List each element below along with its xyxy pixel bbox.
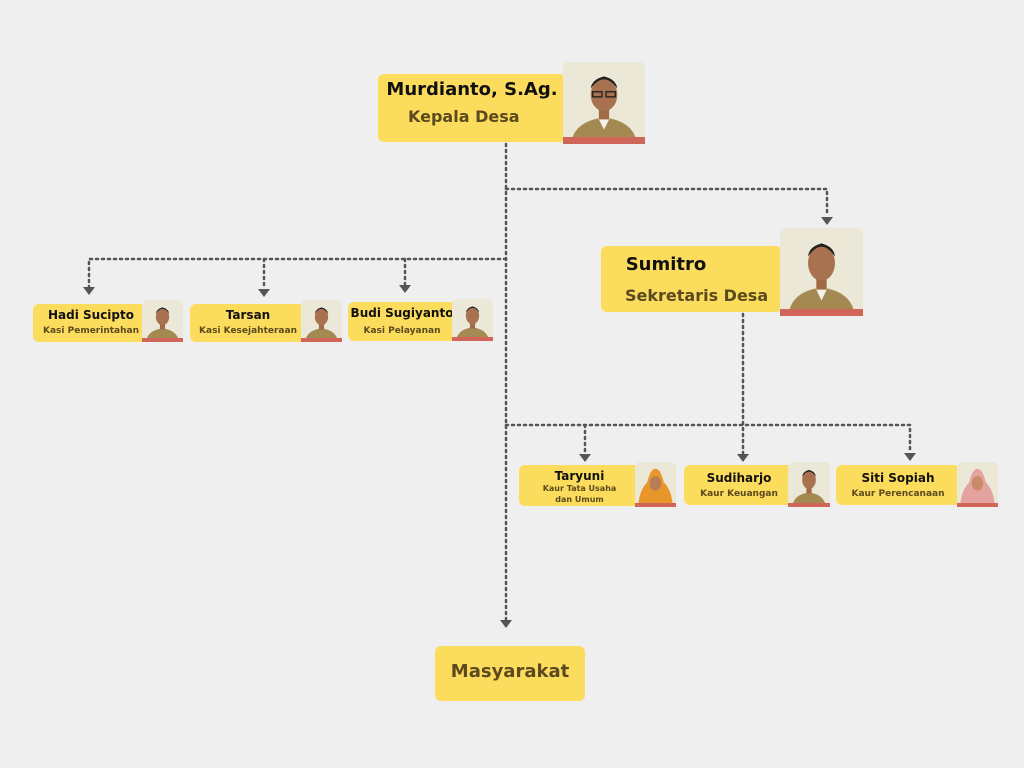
- community-card: Masyarakat: [435, 646, 585, 701]
- head-name: Murdianto, S.Ag.: [386, 79, 558, 100]
- arrowhead-section-2: [258, 289, 270, 297]
- affair-role-3: Kaur Perencanaan: [851, 489, 945, 499]
- section-card-1: Hadi Sucipto Kasi Pemerintahan: [33, 304, 149, 342]
- secretary-photo: [780, 228, 863, 316]
- section-photo-3: [452, 299, 493, 341]
- secretary-card: Sumitro Sekretaris Desa: [601, 246, 782, 312]
- affair-name-3: Siti Sopiah: [861, 471, 935, 485]
- section-role-3: Kasi Pelayanan: [363, 326, 441, 336]
- section-role-1: Kasi Pemerintahan: [43, 326, 139, 336]
- affair-photo-2: [788, 462, 830, 507]
- line-to-secretary: [504, 187, 829, 218]
- affair-name-2: Sudiharjo: [706, 471, 772, 485]
- affair-photo-3: [957, 462, 998, 507]
- head-card: Murdianto, S.Ag. Kepala Desa: [378, 74, 566, 142]
- arrowhead-affair-2: [737, 454, 749, 462]
- affair-card-1: Taryuni Kaur Tata Usaha dan Umum: [519, 465, 640, 506]
- affair-name-1: Taryuni: [554, 469, 605, 483]
- arrowhead-affair-1: [579, 454, 591, 462]
- community-label: Masyarakat: [450, 661, 570, 682]
- section-name-2: Tarsan: [225, 308, 271, 322]
- section-name-1: Hadi Sucipto: [47, 308, 134, 322]
- affair-photo-1: [635, 462, 676, 507]
- section-name-3: Budi Sugiyanto: [350, 306, 454, 320]
- affair-role-1-line2: dan Umum: [555, 495, 604, 504]
- affair-role-1-line1: Kaur Tata Usaha: [542, 484, 617, 493]
- affair-card-2: Sudiharjo Kaur Keuangan: [684, 465, 794, 505]
- section-card-2: Tarsan Kasi Kesejahteraan: [190, 304, 306, 342]
- affair-card-3: Siti Sopiah Kaur Perencanaan: [836, 465, 960, 505]
- section-role-2: Kasi Kesejahteraan: [199, 326, 297, 336]
- line-to-affairs: [504, 423, 912, 455]
- arrowhead-affair-3: [904, 453, 916, 461]
- head-role: Kepala Desa: [408, 107, 520, 126]
- section-photo-1: [142, 300, 183, 342]
- secretary-name: Sumitro: [625, 254, 707, 275]
- head-photo: [563, 62, 645, 144]
- line-to-sections: [87, 257, 508, 289]
- secretary-role: Sekretaris Desa: [625, 286, 769, 305]
- arrowhead-secretary: [821, 217, 833, 225]
- arrowhead-community: [500, 620, 512, 628]
- section-photo-2: [301, 300, 342, 342]
- arrowhead-section-1: [83, 287, 95, 295]
- arrowhead-section-3: [399, 285, 411, 293]
- affair-role-2: Kaur Keuangan: [700, 489, 778, 499]
- section-card-3: Budi Sugiyanto Kasi Pelayanan: [348, 302, 456, 341]
